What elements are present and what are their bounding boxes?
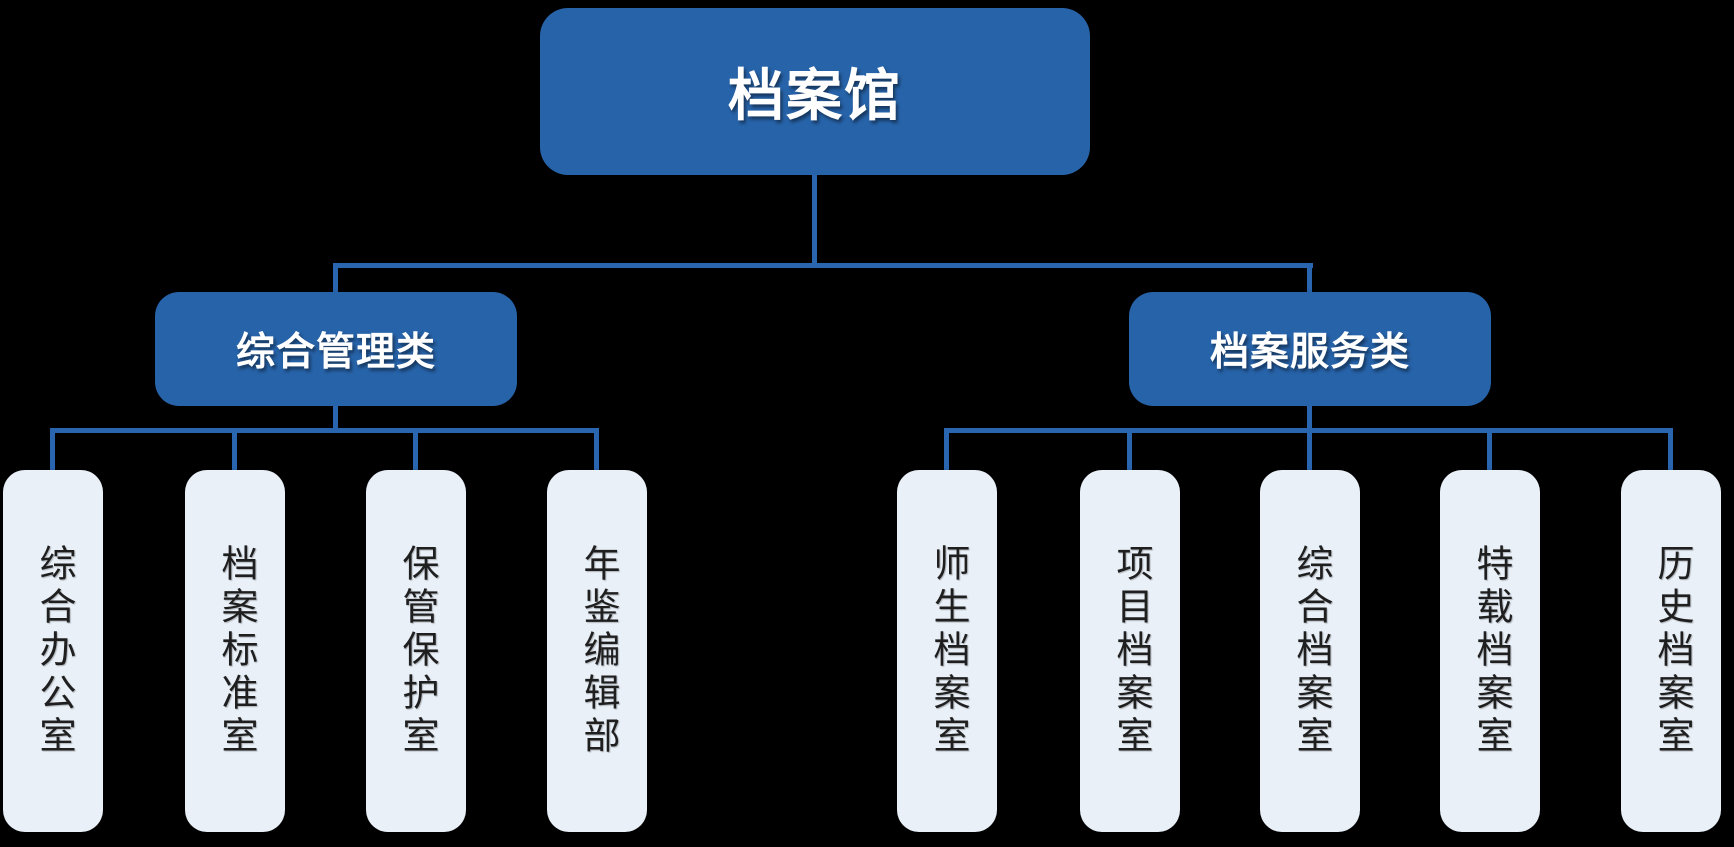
leaf-yearbook-editorial: 年鉴编辑部 (547, 470, 647, 832)
leaf-preservation-protection-label: 保管保护室 (396, 543, 437, 759)
connector-drop-leaf-0-1 (232, 428, 237, 470)
leaf-faculty-student-archives-label: 师生档案室 (927, 543, 968, 759)
connector-root-stem (812, 175, 817, 268)
group-node-management: 综合管理类 (155, 292, 517, 406)
connector-drop-leaf-0-2 (413, 428, 418, 470)
leaf-preservation-protection: 保管保护室 (366, 470, 466, 832)
leaf-archives-standards-label: 档案标准室 (215, 543, 256, 759)
connector-drop-leaf-1-2 (1307, 428, 1312, 470)
connector-drop-leaf-1-0 (944, 428, 949, 470)
connector-group-0-bus (53, 428, 599, 433)
root-node-archives: 档案馆 (540, 8, 1090, 175)
leaf-general-archives-label: 综合档案室 (1290, 543, 1331, 759)
connector-drop-group-1 (1307, 263, 1312, 292)
connector-drop-leaf-0-0 (50, 428, 55, 470)
connector-level1-bus (333, 263, 1313, 268)
leaf-historical-archives-label: 历史档案室 (1651, 543, 1692, 759)
leaf-yearbook-editorial-label: 年鉴编辑部 (577, 543, 618, 759)
connector-drop-leaf-1-4 (1668, 428, 1673, 470)
leaf-general-office-label: 综合办公室 (33, 543, 74, 759)
leaf-general-archives: 综合档案室 (1260, 470, 1360, 832)
connector-drop-leaf-1-1 (1127, 428, 1132, 470)
group-node-service-label: 档案服务类 (1209, 331, 1410, 374)
group-node-service: 档案服务类 (1129, 292, 1491, 406)
connector-drop-leaf-0-3 (594, 428, 599, 470)
leaf-general-office: 综合办公室 (3, 470, 103, 832)
leaf-special-records-archives: 特载档案室 (1440, 470, 1540, 832)
connector-group-1-stem (1307, 406, 1312, 433)
connector-drop-leaf-1-3 (1487, 428, 1492, 470)
leaf-project-archives: 项目档案室 (1080, 470, 1180, 832)
connector-group-0-stem (333, 406, 338, 433)
root-node-label: 档案馆 (728, 64, 902, 127)
group-node-management-label: 综合管理类 (235, 331, 436, 374)
connector-drop-group-0 (333, 263, 338, 292)
leaf-special-records-archives-label: 特载档案室 (1470, 543, 1511, 759)
leaf-historical-archives: 历史档案室 (1621, 470, 1721, 832)
leaf-archives-standards: 档案标准室 (185, 470, 285, 832)
leaf-faculty-student-archives: 师生档案室 (897, 470, 997, 832)
leaf-project-archives-label: 项目档案室 (1110, 543, 1151, 759)
